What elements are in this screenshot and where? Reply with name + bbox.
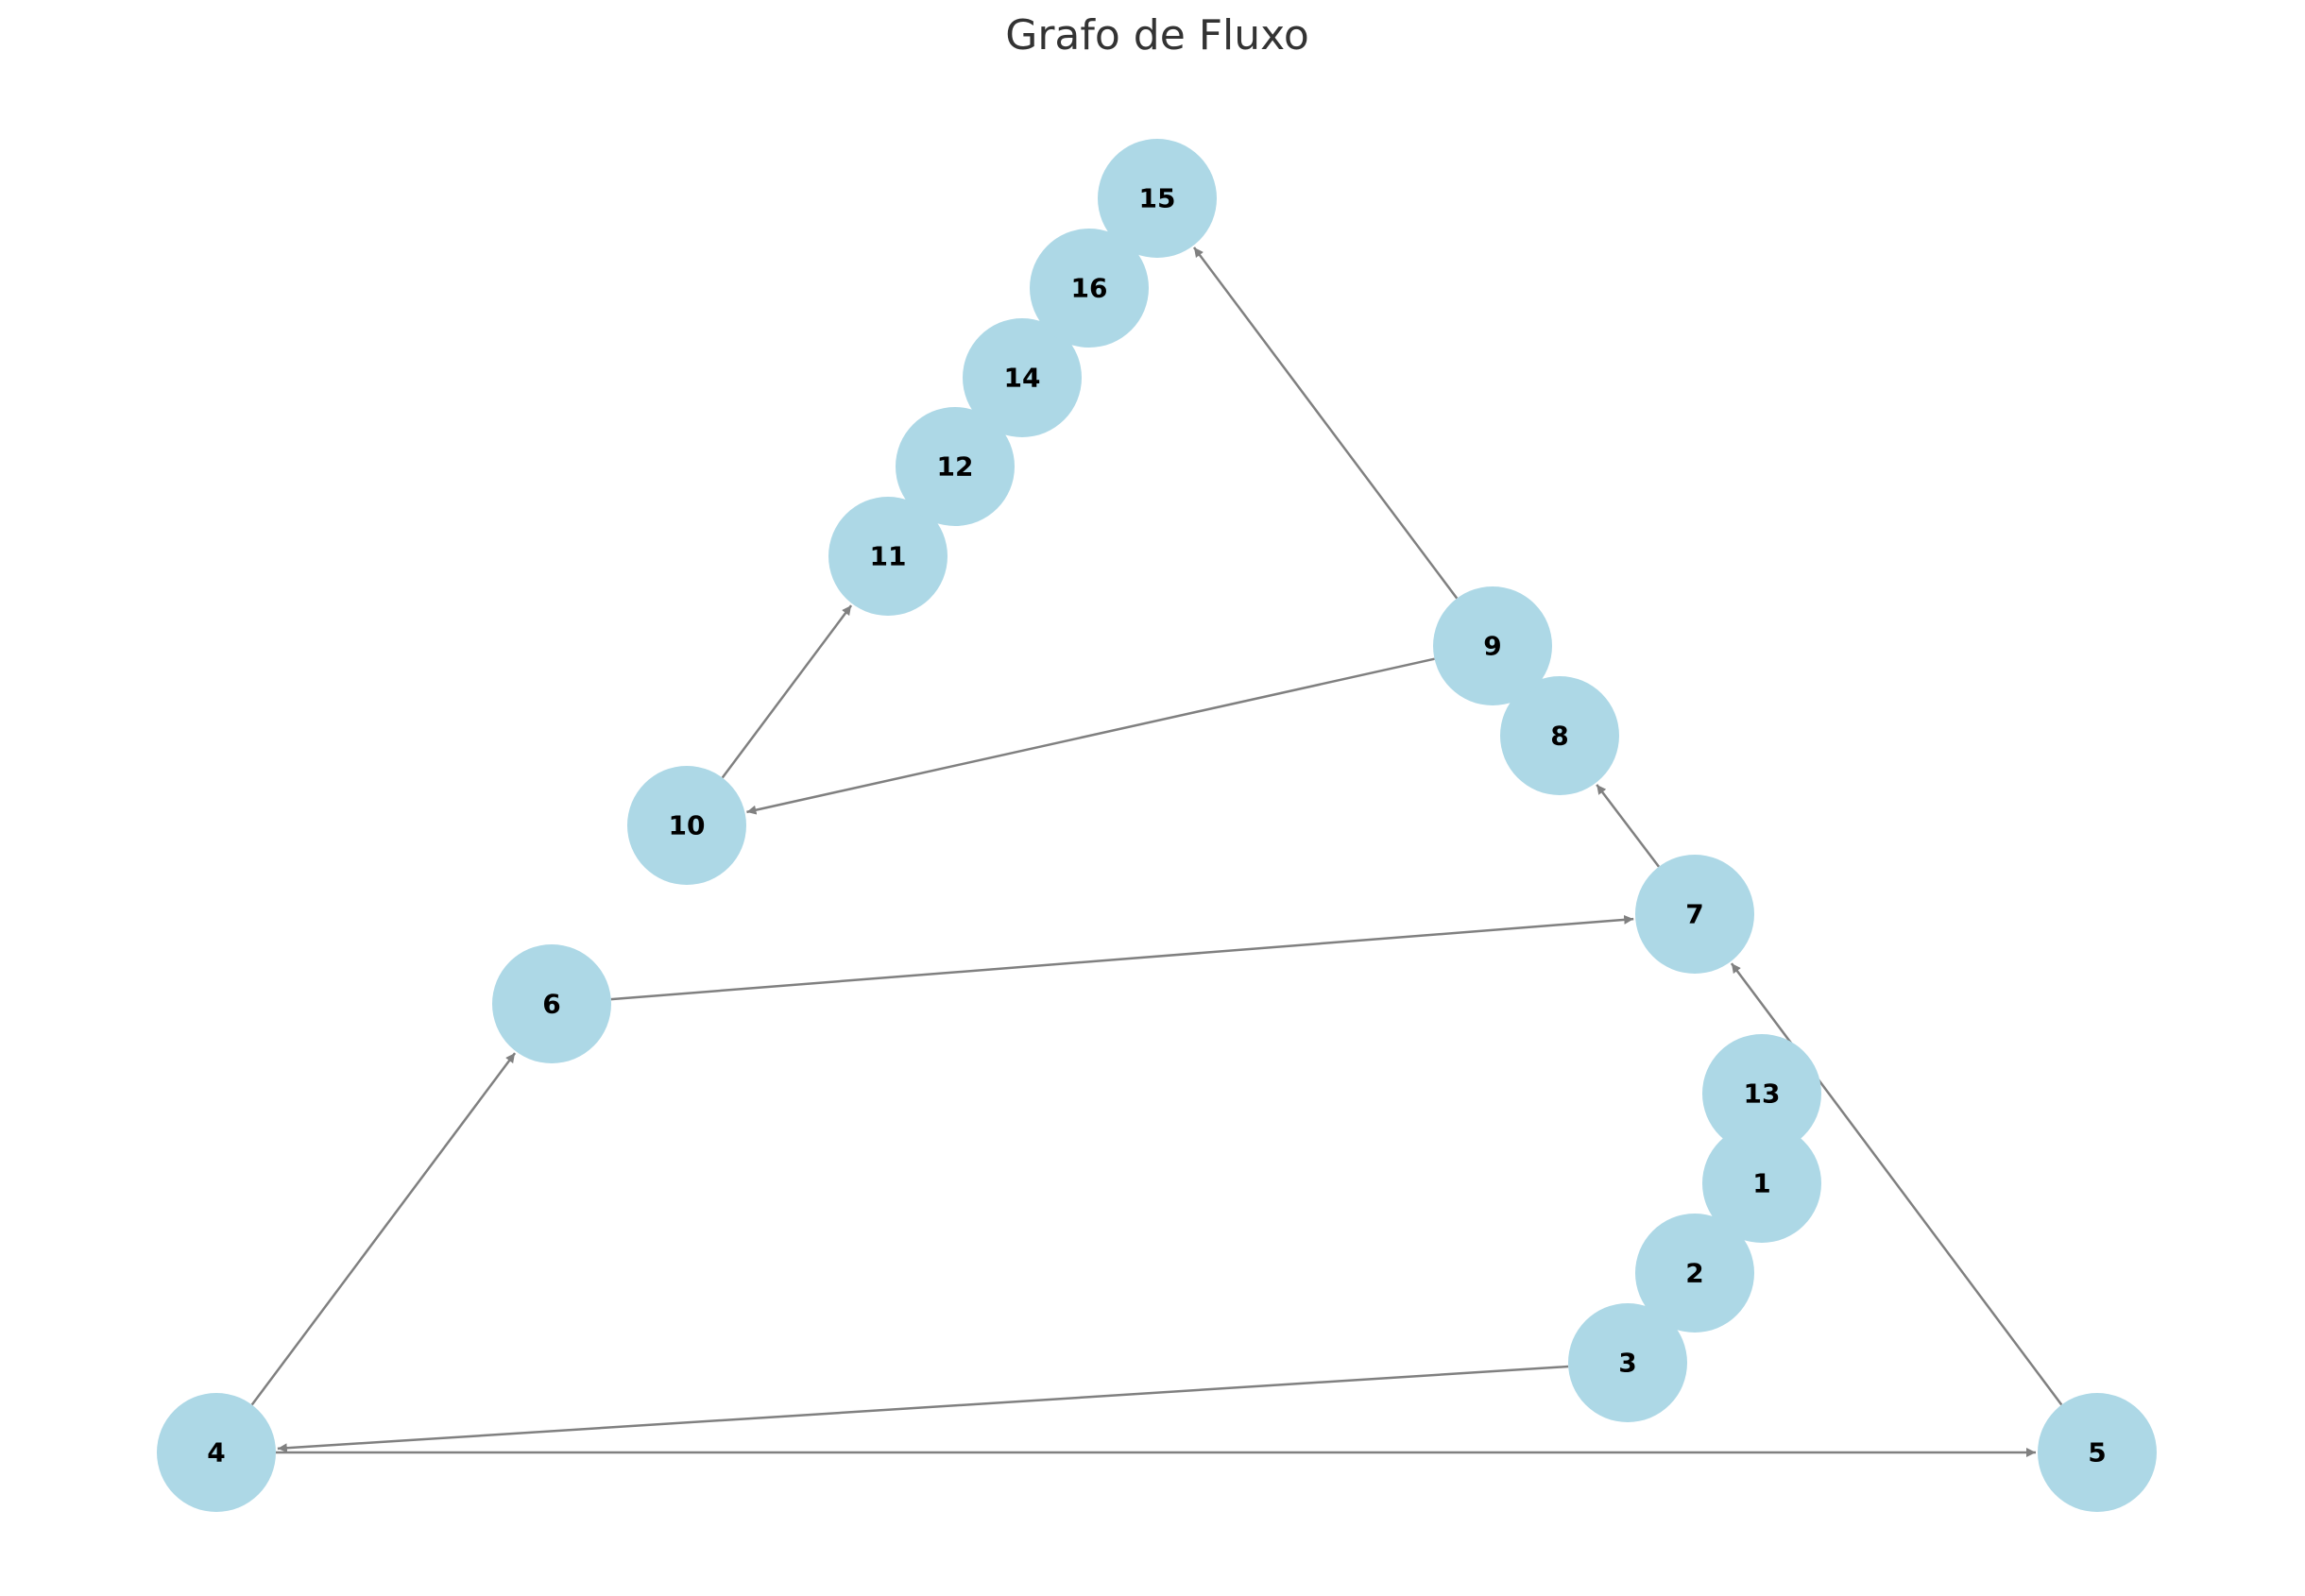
node-circle bbox=[1098, 139, 1217, 258]
node-circle bbox=[828, 497, 948, 616]
node-circle bbox=[1030, 229, 1149, 348]
node-13: 13 bbox=[1702, 1034, 1821, 1153]
edge-7-8 bbox=[1596, 784, 1660, 868]
node-7: 7 bbox=[1635, 855, 1754, 974]
edge-6-7 bbox=[610, 914, 1634, 1001]
node-circle bbox=[1702, 1034, 1821, 1153]
node-11: 11 bbox=[828, 497, 948, 616]
edge-5-7 bbox=[1730, 962, 2063, 1406]
node-8: 8 bbox=[1500, 676, 1619, 795]
node-1: 1 bbox=[1702, 1124, 1821, 1243]
edge-9-10 bbox=[746, 657, 1435, 815]
node-circle bbox=[1500, 676, 1619, 795]
node-14: 14 bbox=[963, 318, 1082, 437]
node-label: 6 bbox=[542, 989, 560, 1020]
edge-4-6 bbox=[250, 1052, 517, 1406]
node-label: 12 bbox=[937, 451, 974, 483]
node-3: 3 bbox=[1568, 1303, 1687, 1422]
node-circle bbox=[1702, 1124, 1821, 1243]
node-label: 5 bbox=[2088, 1437, 2106, 1469]
node-circle bbox=[1433, 586, 1552, 705]
node-circle bbox=[896, 407, 1015, 526]
edge-9-15 bbox=[1192, 246, 1459, 600]
node-6: 6 bbox=[492, 944, 611, 1063]
node-circle bbox=[963, 318, 1082, 437]
node-label: 9 bbox=[1483, 631, 1501, 662]
node-label: 4 bbox=[207, 1437, 225, 1469]
node-circle bbox=[1635, 1214, 1754, 1333]
node-label: 3 bbox=[1618, 1348, 1636, 1379]
node-2: 2 bbox=[1635, 1214, 1754, 1333]
node-label: 15 bbox=[1139, 183, 1176, 214]
edge-10-11 bbox=[721, 604, 853, 779]
node-circle bbox=[627, 766, 746, 885]
node-4: 4 bbox=[157, 1393, 276, 1512]
edges-layer bbox=[250, 246, 2063, 1457]
node-label: 16 bbox=[1071, 273, 1108, 304]
node-label: 11 bbox=[870, 541, 907, 572]
node-label: 2 bbox=[1685, 1258, 1703, 1289]
node-label: 13 bbox=[1744, 1078, 1781, 1110]
node-10: 10 bbox=[627, 766, 746, 885]
node-label: 10 bbox=[669, 810, 706, 841]
node-label: 1 bbox=[1752, 1168, 1770, 1199]
node-9: 9 bbox=[1433, 586, 1552, 705]
edge-3-4 bbox=[277, 1365, 1569, 1453]
node-circle bbox=[1568, 1303, 1687, 1422]
node-15: 15 bbox=[1098, 139, 1217, 258]
node-label: 7 bbox=[1685, 899, 1703, 930]
node-16: 16 bbox=[1030, 229, 1149, 348]
node-label: 14 bbox=[1004, 363, 1041, 394]
node-5: 5 bbox=[2038, 1393, 2157, 1512]
node-label: 8 bbox=[1550, 721, 1568, 752]
node-circle bbox=[157, 1393, 276, 1512]
node-circle bbox=[2038, 1393, 2157, 1512]
node-circle bbox=[492, 944, 611, 1063]
node-circle bbox=[1635, 855, 1754, 974]
graph-title: Grafo de Fluxo bbox=[1005, 11, 1309, 59]
node-12: 12 bbox=[896, 407, 1015, 526]
